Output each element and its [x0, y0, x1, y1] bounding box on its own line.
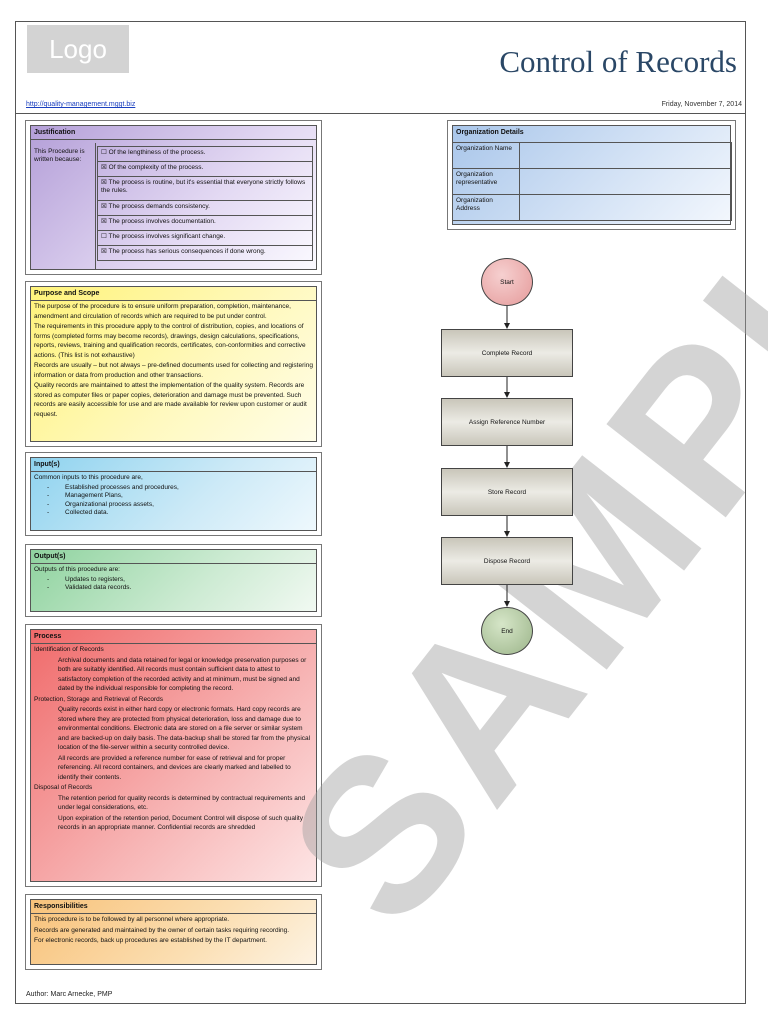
organization-table: Organization Name Organization represent…	[452, 142, 732, 221]
outputs-lead: Outputs of this procedure are:	[34, 566, 120, 573]
responsibilities-heading: Responsibilities	[31, 900, 316, 914]
list-item: Collected data.	[47, 509, 316, 518]
process-body: Identification of Records Archival docum…	[31, 644, 316, 835]
org-representative-field[interactable]	[519, 168, 732, 195]
checkbox-icon[interactable]: ☐	[101, 149, 107, 156]
flow-start-node: Start	[481, 258, 533, 306]
flow-end-node: End	[481, 607, 533, 655]
process-paragraph: The retention period for quality records…	[58, 794, 306, 812]
checkbox-icon[interactable]: ☒	[101, 218, 107, 225]
purpose-heading: Purpose and Scope	[31, 287, 316, 301]
logo: Logo	[27, 25, 129, 73]
checklist-item: ☒ Of the complexity of the process.	[97, 161, 313, 177]
list-item: Established processes and procedures,	[47, 484, 316, 493]
checkbox-icon[interactable]: ☐	[101, 233, 107, 240]
responsibilities-paragraph: For electronic records, back up procedur…	[34, 937, 267, 944]
purpose-paragraph: The purpose of the procedure is to ensur…	[34, 303, 291, 320]
responsibilities-inner: Responsibilities This procedure is to be…	[30, 899, 317, 965]
checklist-item: ☒ The process has serious consequences i…	[97, 245, 313, 261]
org-name-field[interactable]	[519, 142, 732, 169]
inputs-lead: Common inputs to this procedure are,	[34, 474, 143, 481]
process-heading: Process	[31, 630, 316, 644]
purpose-paragraph: The requirements in this procedure apply…	[34, 323, 306, 359]
justification-heading: Justification	[31, 126, 316, 140]
list-item: Management Plans,	[47, 492, 316, 501]
checkbox-icon[interactable]: ☒	[101, 248, 107, 255]
flow-step-store-record: Store Record	[441, 468, 573, 516]
outputs-panel: Output(s) Outputs of this procedure are:…	[25, 544, 322, 617]
process-subheading: Identification of Records	[34, 646, 104, 653]
outputs-heading: Output(s)	[31, 550, 316, 564]
checklist-text: Of the complexity of the process.	[108, 164, 204, 171]
flow-step-complete-record: Complete Record	[441, 329, 573, 377]
justification-label-column	[31, 143, 96, 269]
process-subheading: Disposal of Records	[34, 784, 93, 791]
organization-inner: Organization Details Organization Name O…	[452, 125, 732, 225]
list-item: Organizational process assets,	[47, 501, 316, 510]
checklist-item: ☐ The process involves significant chang…	[97, 230, 313, 246]
header-divider	[15, 113, 746, 114]
process-subheading: Protection, Storage and Retrieval of Rec…	[34, 695, 163, 703]
process-panel: Process Identification of Records Archiv…	[25, 624, 322, 887]
flow-step-dispose-record: Dispose Record	[441, 537, 573, 585]
list-item: Updates to registers,	[47, 576, 316, 585]
checkbox-icon[interactable]: ☒	[101, 179, 107, 186]
document-date: Friday, November 7, 2014	[661, 101, 742, 108]
responsibilities-body: This procedure is to be followed by all …	[31, 914, 316, 948]
website-link[interactable]: http://quality-management.mggt.biz	[26, 101, 136, 108]
purpose-paragraph: Quality records are maintained to attest…	[34, 382, 307, 418]
page-title: Control of Records	[499, 44, 737, 79]
inputs-inner: Input(s) Common inputs to this procedure…	[30, 457, 317, 531]
checklist-text: The process is routine, but it's essenti…	[101, 179, 306, 194]
org-label: Organization Address	[452, 194, 520, 221]
author-footer: Author: Marc Arnecke, PMP	[26, 991, 113, 998]
purpose-body: The purpose of the procedure is to ensur…	[31, 301, 316, 421]
responsibilities-paragraph: This procedure is to be followed by all …	[34, 916, 230, 923]
checklist-text: The process demands consistency.	[108, 203, 210, 210]
purpose-inner: Purpose and Scope The purpose of the pro…	[30, 286, 317, 442]
checklist-text: The process has serious consequences if …	[108, 248, 266, 255]
checklist-item: ☒ The process demands consistency.	[97, 200, 313, 216]
inputs-panel: Input(s) Common inputs to this procedure…	[25, 452, 322, 536]
outputs-inner: Output(s) Outputs of this procedure are:…	[30, 549, 317, 612]
flow-step-assign-reference: Assign Reference Number	[441, 398, 573, 446]
justification-panel: Justification This Procedure is written …	[25, 120, 322, 275]
inputs-heading: Input(s)	[31, 458, 316, 472]
inputs-list: Established processes and procedures, Ma…	[31, 484, 316, 518]
organization-panel: Organization Details Organization Name O…	[447, 120, 736, 230]
checklist-item: ☒ The process is routine, but it's essen…	[97, 176, 313, 201]
process-paragraph: Archival documents and data retained for…	[58, 656, 307, 693]
org-row: Organization Name	[452, 142, 732, 169]
outputs-list: Updates to registers, Validated data rec…	[31, 576, 316, 593]
responsibilities-panel: Responsibilities This procedure is to be…	[25, 894, 322, 970]
checklist-item: ☒ The process involves documentation.	[97, 215, 313, 231]
list-item: Validated data records.	[47, 584, 316, 593]
org-label: Organization representative	[452, 168, 520, 195]
process-paragraph: Upon expiration of the retention period,…	[58, 814, 303, 832]
process-paragraph: All records are provided a reference num…	[58, 754, 291, 781]
org-label: Organization Name	[452, 142, 520, 169]
org-row: Organization Address	[452, 194, 732, 221]
checklist-item: ☐ Of the lengthiness of the process.	[97, 146, 313, 162]
org-address-field[interactable]	[519, 194, 732, 221]
organization-heading: Organization Details	[456, 129, 524, 136]
checkbox-icon[interactable]: ☒	[101, 203, 107, 210]
process-inner: Process Identification of Records Archiv…	[30, 629, 317, 882]
checklist-text: Of the lengthiness of the process.	[108, 149, 206, 156]
purpose-paragraph: Records are usually – but not always – p…	[34, 362, 313, 379]
justification-checklist: ☐ Of the lengthiness of the process. ☒ O…	[97, 146, 313, 261]
page-frame	[15, 21, 746, 1004]
justification-inner: Justification This Procedure is written …	[30, 125, 317, 270]
purpose-panel: Purpose and Scope The purpose of the pro…	[25, 281, 322, 447]
responsibilities-paragraph: Records are generated and maintained by …	[34, 926, 290, 934]
justification-lead: This Procedure is written because:	[34, 148, 85, 163]
org-row: Organization representative	[452, 168, 732, 195]
checklist-text: The process involves documentation.	[108, 218, 216, 225]
process-paragraph: Quality records exist in either hard cop…	[58, 706, 311, 751]
checkbox-icon[interactable]: ☒	[101, 164, 107, 171]
checklist-text: The process involves significant change.	[108, 233, 226, 240]
